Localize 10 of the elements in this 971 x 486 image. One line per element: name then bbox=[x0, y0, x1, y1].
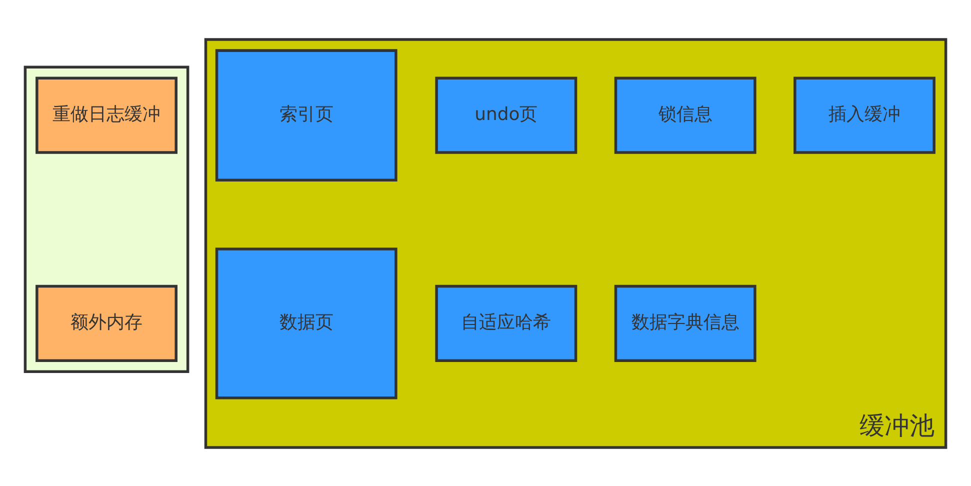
node-box: 插入缓冲 bbox=[794, 76, 936, 154]
cluster bbox=[24, 65, 190, 373]
node-box: 数据页 bbox=[215, 247, 398, 399]
node-box: 索引页 bbox=[215, 48, 398, 181]
node-box: undo页 bbox=[435, 76, 578, 154]
node-box: 额外内存 bbox=[36, 284, 178, 362]
node-box: 自适应哈希 bbox=[435, 284, 578, 362]
node-box: 重做日志缓冲 bbox=[36, 76, 178, 154]
node-box: 数据字典信息 bbox=[614, 284, 756, 362]
node-box: 锁信息 bbox=[614, 76, 756, 154]
